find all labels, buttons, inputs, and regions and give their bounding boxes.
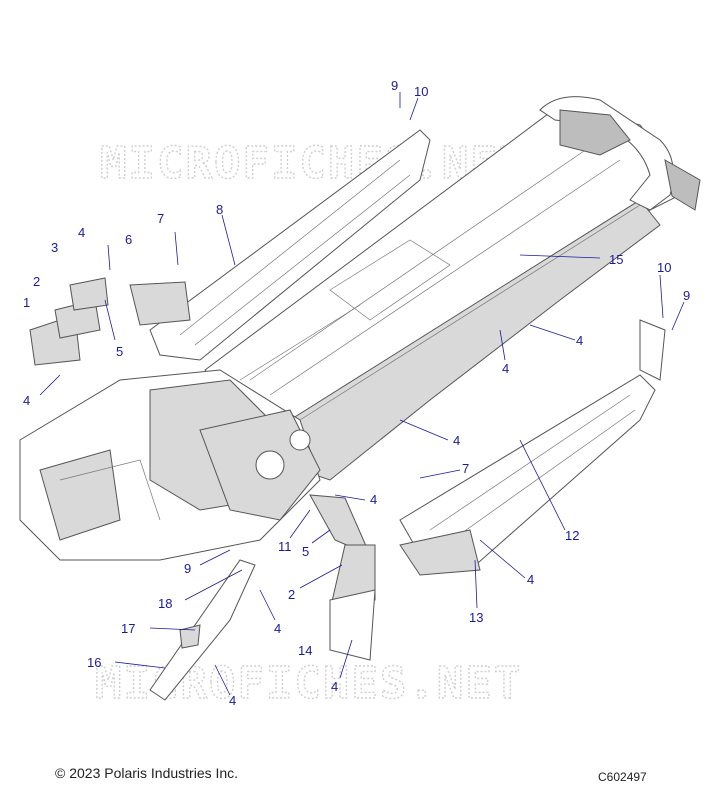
- callouts: 1 2 3 4 5 6 7 8 9 10 15 10 9 4 4 4 4 7 1…: [23, 78, 690, 708]
- watermark-top: MICROFICHES.NET: [100, 138, 527, 189]
- callout-3: 3: [51, 240, 58, 255]
- callout-11: 11: [278, 539, 292, 554]
- callout-9: 9: [391, 78, 398, 93]
- callout-4-b: 4: [502, 361, 509, 376]
- callout-4-c: 4: [453, 433, 460, 448]
- callout-4-h: 4: [229, 693, 236, 708]
- callout-4-d: 4: [370, 492, 377, 507]
- callout-16: 16: [87, 655, 101, 670]
- running-board-left: [149, 129, 431, 361]
- callout-4: 4: [78, 225, 85, 240]
- callout-12: 12: [565, 528, 579, 543]
- callout-5-lower: 5: [302, 544, 309, 559]
- callout-4-g: 4: [331, 679, 338, 694]
- front-bulkhead: [19, 369, 321, 561]
- callout-17: 17: [121, 621, 135, 636]
- callout-10: 10: [414, 84, 428, 99]
- footrest-6: [129, 281, 191, 326]
- callout-6: 6: [125, 232, 132, 247]
- bumper-16: [149, 559, 256, 701]
- callout-4-e: 4: [527, 572, 534, 587]
- callout-7: 7: [157, 211, 164, 226]
- callout-18: 18: [158, 596, 172, 611]
- diagram-code: C602497: [598, 770, 647, 784]
- callout-9-right: 9: [683, 288, 690, 303]
- plate-14b: [329, 589, 376, 661]
- bracket-17: [179, 624, 201, 649]
- callout-13: 13: [469, 610, 483, 625]
- callout-10-right: 10: [657, 260, 671, 275]
- chassis-tunnel: [204, 96, 701, 481]
- running-board-right: [399, 374, 656, 576]
- callout-1: 1: [23, 295, 30, 310]
- plate-3: [69, 277, 109, 311]
- copyright-text: © 2023 Polaris Industries Inc.: [55, 765, 239, 781]
- callout-2-lower: 2: [288, 587, 295, 602]
- leader-lines: [39, 92, 685, 696]
- callout-4-f: 4: [274, 621, 281, 636]
- callout-4-left: 4: [23, 393, 30, 408]
- callout-2: 2: [33, 274, 40, 289]
- callout-8: 8: [216, 202, 223, 217]
- rail-right: [639, 319, 666, 381]
- callout-15: 15: [609, 252, 623, 267]
- callout-7-right: 7: [462, 461, 469, 476]
- callout-9-lower: 9: [184, 561, 191, 576]
- callout-5: 5: [116, 344, 123, 359]
- callout-4-a: 4: [576, 333, 583, 348]
- callout-14: 14: [298, 643, 312, 658]
